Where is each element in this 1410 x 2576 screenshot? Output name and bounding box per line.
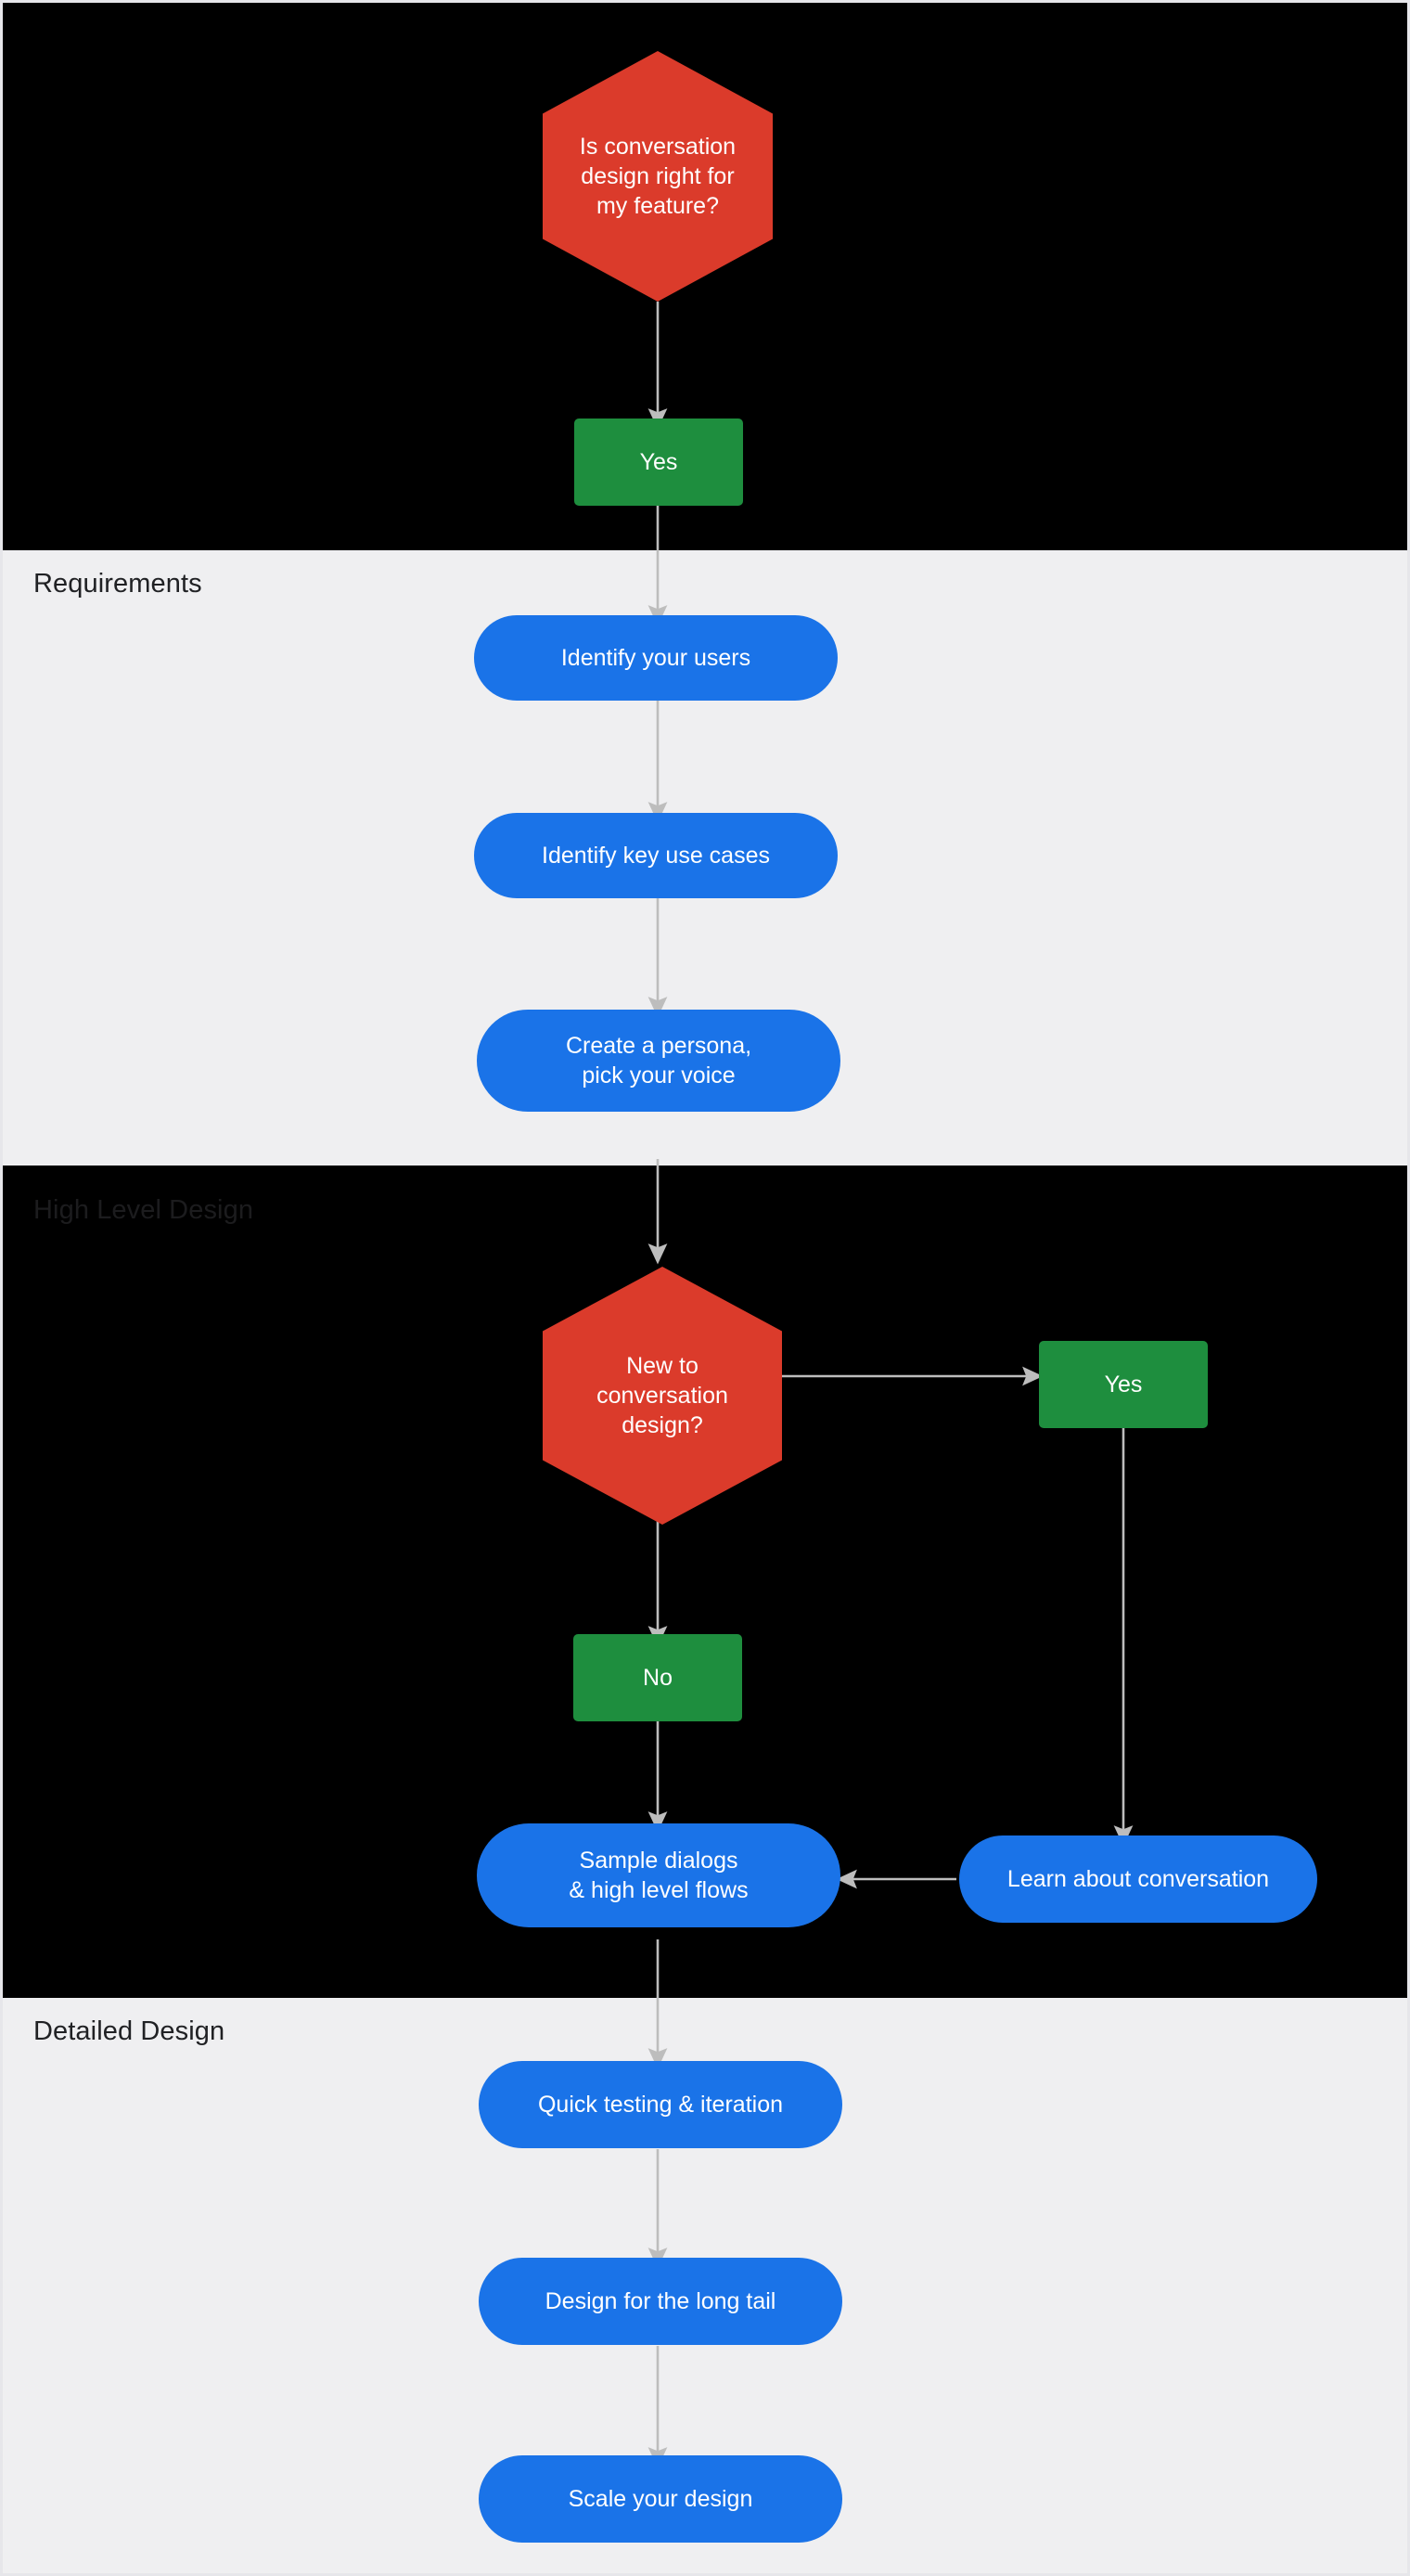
section-label-requirements: Requirements (33, 569, 202, 599)
step-design-for-the-long-tail[interactable]: Design for the long tail (479, 2258, 842, 2345)
step-create-persona-pick-voice[interactable]: Create a persona, pick your voice (477, 1010, 840, 1112)
step-learn-about-conversation[interactable]: Learn about conversation (959, 1835, 1317, 1923)
answer-yes-1[interactable]: Yes (574, 419, 743, 506)
decision-new-to-conversation-design[interactable]: New to conversation design? (543, 1267, 782, 1525)
step-sample-dialogs-high-level-flows[interactable]: Sample dialogs & high level flows (477, 1823, 840, 1927)
answer-yes-2[interactable]: Yes (1039, 1341, 1208, 1428)
answer-no[interactable]: No (573, 1634, 742, 1721)
section-label-high-level-design: High Level Design (33, 1195, 254, 1225)
step-quick-testing-iteration[interactable]: Quick testing & iteration (479, 2061, 842, 2148)
section-label-detailed-design: Detailed Design (33, 2016, 225, 2046)
step-identify-key-use-cases[interactable]: Identify key use cases (474, 813, 838, 898)
step-identify-your-users[interactable]: Identify your users (474, 615, 838, 701)
step-scale-your-design[interactable]: Scale your design (479, 2455, 842, 2543)
